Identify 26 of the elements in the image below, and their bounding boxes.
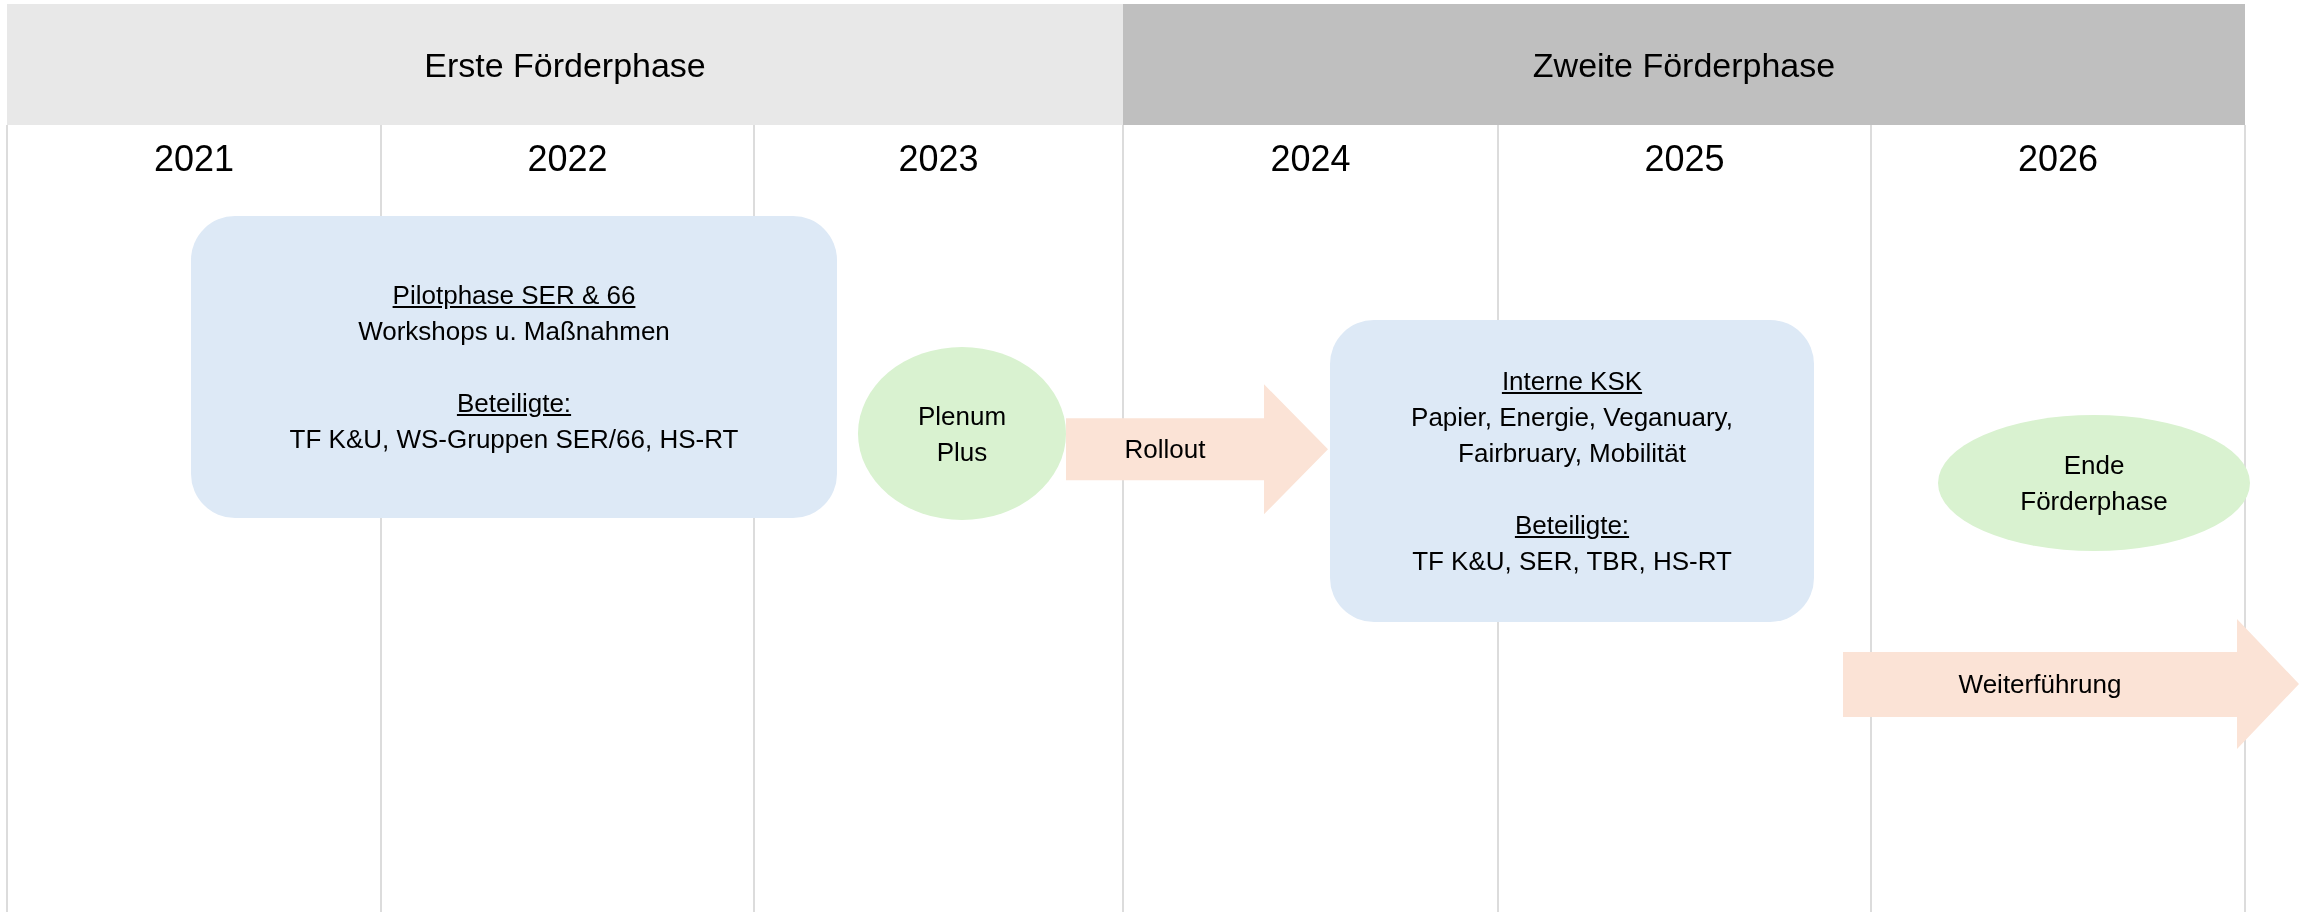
rounded-box xyxy=(1330,320,1814,622)
block-arrow xyxy=(1066,384,1328,515)
body-text: TF K&U, SER, TBR, HS-RT xyxy=(1412,545,1732,578)
node-label: Weiterführung xyxy=(1957,668,2123,701)
year-label: 2023 xyxy=(897,138,980,180)
edge-label: Rollout xyxy=(1123,433,1207,467)
year-label: 2022 xyxy=(526,138,609,180)
heading: Interne KSK xyxy=(1501,365,1643,398)
year-label: 2026 xyxy=(2016,138,2100,180)
node-label: Ende Förderphase xyxy=(2019,449,2169,518)
body-text: Workshops u. Maßnahmen xyxy=(358,315,670,348)
heading: Pilotphase SER & 66 xyxy=(392,279,636,312)
body-text: TF K&U, WS-Gruppen SER/66, HS-RT xyxy=(289,423,739,456)
block-arrow xyxy=(1843,619,2299,749)
heading: Beteiligte: xyxy=(456,387,572,420)
year-label: 2021 xyxy=(152,138,236,180)
phase-band xyxy=(1123,4,2245,125)
year-label: 2024 xyxy=(1269,138,1352,180)
year-label: 2025 xyxy=(1643,138,1726,180)
phase-band xyxy=(7,4,1123,125)
node-label: Zweite Förderphase xyxy=(1532,46,1836,83)
rounded-box xyxy=(191,216,837,518)
node-label: Erste Förderphase xyxy=(424,46,706,83)
body-text: Papier, Energie, Veganuary, Fairbruary, Mobilität xyxy=(1410,401,1734,470)
node-label: Plenum Plus xyxy=(916,399,1008,469)
heading: Beteiligte: xyxy=(1514,509,1630,542)
